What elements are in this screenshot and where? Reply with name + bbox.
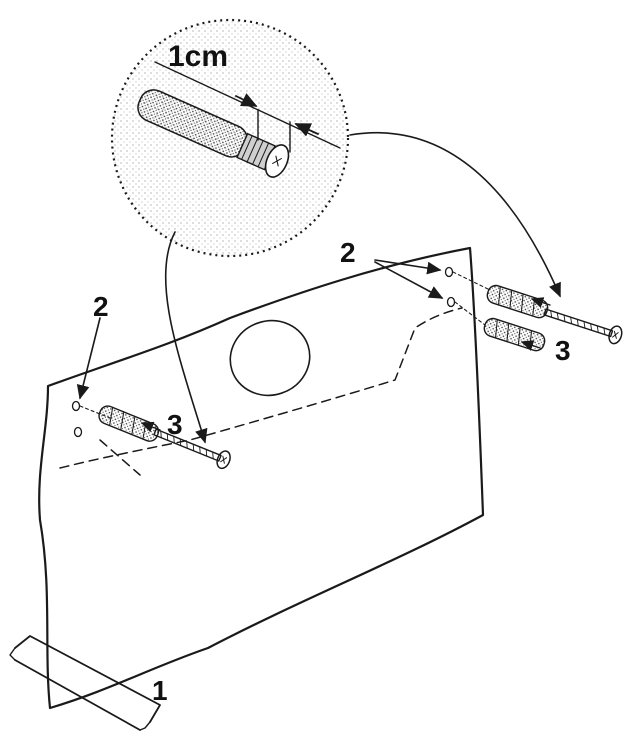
screw-right [543,308,623,345]
drill-holes [71,266,491,438]
wall-label: 1 [152,675,168,706]
zoom-connector-left [164,231,208,444]
arrow-hole-right-bottom [374,261,444,299]
insert-arrow-left [140,421,161,433]
anchor-label-right: 3 [555,335,571,366]
anchor-left [98,405,160,442]
zoom-detail [110,18,350,258]
cistern-outline-dashed [59,307,463,476]
insert-arrow-right-top [530,297,551,308]
floor-strip [9,635,161,731]
measure-label: 1cm [168,40,228,73]
insert-arrow-right-bottom [520,340,541,351]
anchor-right-top [486,284,549,319]
zoom-connector-right [349,131,561,298]
screw-left [153,428,231,470]
arrow-hole-left [76,317,101,400]
hole-label-right: 2 [340,237,356,268]
hole-label-left: 2 [93,291,109,322]
anchor-label-left: 3 [167,409,183,440]
arrow-hole-right-top [374,259,442,275]
wall-opening [229,319,311,397]
wall-panel [38,246,485,710]
